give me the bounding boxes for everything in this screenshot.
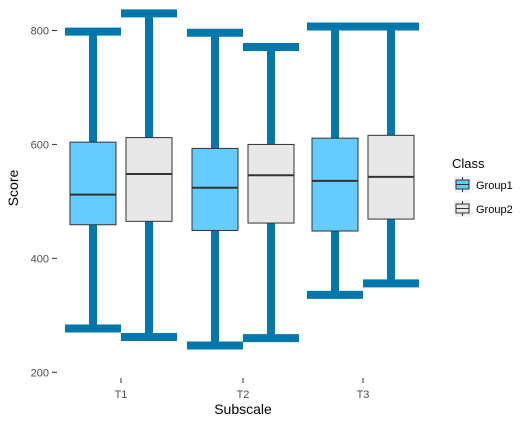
box-group1-t3 [307,22,363,299]
box-group1-t2 [187,28,243,350]
x-axis-title: Subscale [214,401,272,417]
box-body [125,137,173,222]
y-tick-label-200: 200 [31,367,49,379]
x-tick-label-t2: T2 [237,389,250,401]
legend-label-group1: Group1 [476,180,513,192]
box-group2-t2 [243,43,299,343]
box-group2-t3 [363,22,419,288]
box-body [247,143,295,224]
boxes-layer [65,9,419,350]
box-body [191,147,239,231]
legend-title: Class [452,156,485,171]
y-axis-title: Score [5,170,21,207]
x-tick-label-t3: T3 [357,389,370,401]
x-axis: T1 T2 T3 [115,378,370,401]
y-axis: 200 400 600 800 [31,25,57,379]
y-tick-label-600: 600 [31,139,49,151]
box-body [311,137,359,232]
box-group2-t1 [121,9,177,341]
legend-item-group2: Group2 [454,200,513,217]
legend-item-group1: Group1 [454,176,513,193]
y-tick-label-800: 800 [31,25,49,37]
legend-label-group2: Group2 [476,204,513,216]
box-group1-t1 [65,27,121,333]
x-tick-label-t1: T1 [115,389,128,401]
y-tick-label-400: 400 [31,253,49,265]
box-body [69,141,117,226]
